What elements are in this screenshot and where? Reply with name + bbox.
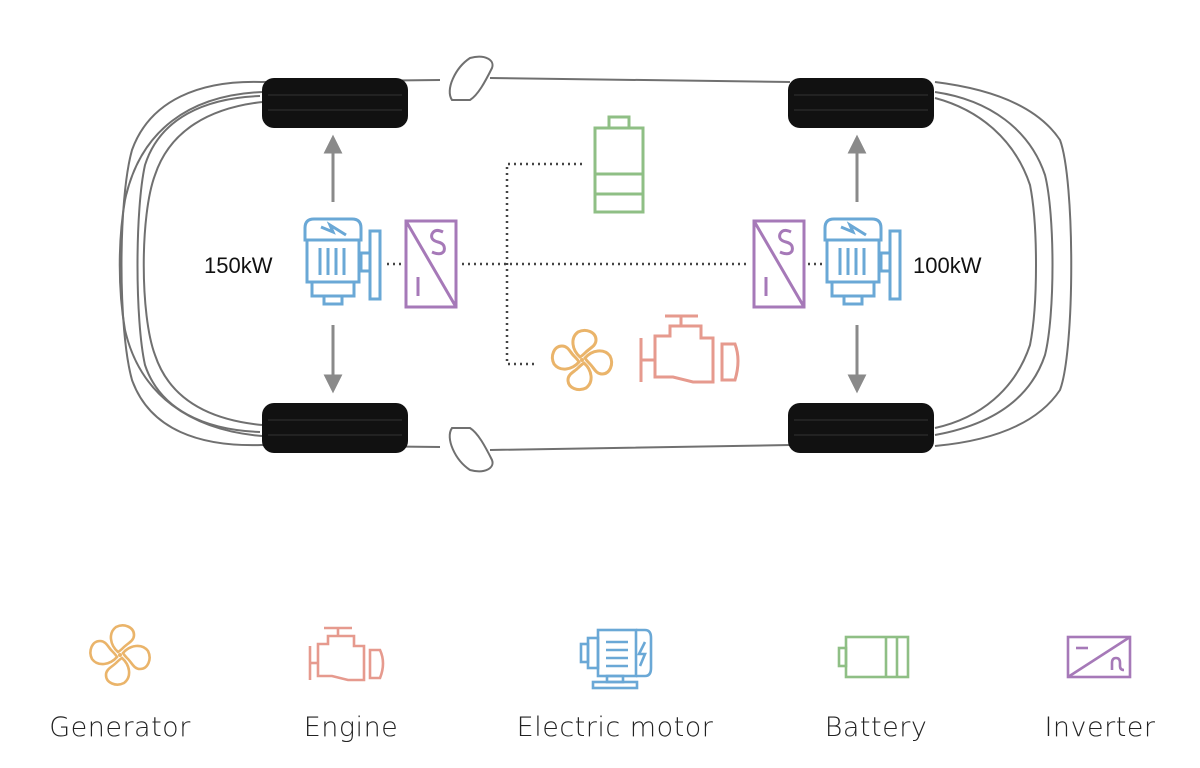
rear-inverter-icon xyxy=(752,219,806,309)
arrow-rear-down xyxy=(847,325,867,394)
rear-motor-power: 100kW xyxy=(913,253,982,278)
legend-label: Electric motor xyxy=(516,712,714,743)
front-motor-power: 150kW xyxy=(204,253,273,278)
arrow-front-up xyxy=(323,134,343,202)
legend-label: Generator xyxy=(49,712,191,743)
legend-item-engine: Engine xyxy=(241,620,461,743)
legend-item-inverter: Inverter xyxy=(990,620,1200,743)
tire-front-right xyxy=(262,403,408,453)
battery-icon xyxy=(593,115,645,214)
legend-label: Inverter xyxy=(1044,712,1156,743)
front-electric-motor-icon xyxy=(303,217,382,306)
legend-item-battery: Battery xyxy=(766,620,986,743)
front-inverter-icon xyxy=(404,219,458,309)
engine-icon xyxy=(308,626,385,682)
legend-item-generator: Generator xyxy=(10,620,230,743)
tire-front-left xyxy=(262,78,408,128)
generator-icon xyxy=(550,328,614,392)
tire-rear-right xyxy=(788,403,934,453)
electric-motor-icon xyxy=(579,628,653,690)
rear-electric-motor-icon xyxy=(823,217,902,306)
engine-icon xyxy=(639,314,740,384)
generator-icon xyxy=(89,624,151,686)
legend: Generator Engine xyxy=(0,600,1200,768)
drive-arrows xyxy=(323,134,867,394)
legend-item-electric-motor: Electric motor xyxy=(505,620,725,743)
arrow-front-down xyxy=(323,325,343,394)
arrow-rear-up xyxy=(847,134,867,202)
car-outline xyxy=(118,55,1073,473)
legend-label: Battery xyxy=(824,712,928,743)
battery-icon xyxy=(837,635,910,679)
power-connections xyxy=(387,162,822,366)
legend-label: Engine xyxy=(303,712,399,743)
tire-rear-left xyxy=(788,78,934,128)
inverter-icon xyxy=(1066,635,1132,679)
